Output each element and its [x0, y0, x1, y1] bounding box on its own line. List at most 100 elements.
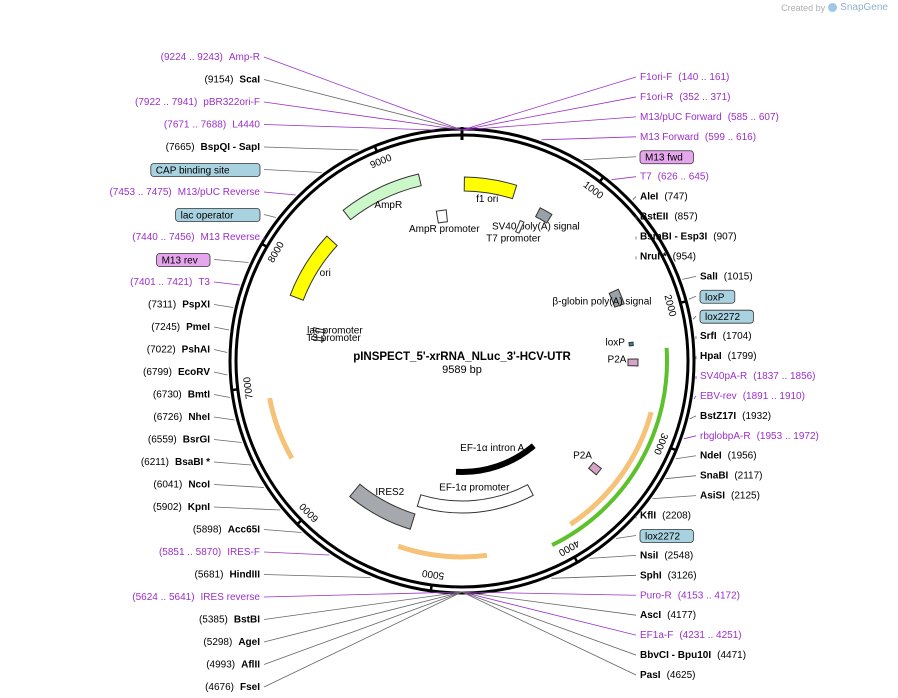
site-position: (7022) [147, 345, 176, 356]
site-label: (4993)AflII [206, 660, 260, 671]
plasmid-length: 9589 bp [442, 364, 482, 376]
feature-label: EF-1α intron A [460, 443, 524, 454]
feature-label: T7 promoter [486, 234, 541, 245]
leader-line [263, 191, 296, 196]
leader-line [213, 304, 234, 308]
site-position: (1932) [742, 411, 771, 422]
site-label: AsiSI(2125) [700, 491, 760, 502]
feature-label: P2A [608, 354, 627, 365]
feature-terminator [534, 207, 553, 224]
cds-orange-arc-3 [267, 397, 294, 460]
site-label: M13/pUC Forward(585 .. 607) [640, 112, 779, 123]
site-label: NruI *(954) [640, 251, 696, 262]
leader-line [213, 439, 242, 443]
site-label: (5902) KpnI [153, 502, 210, 513]
leader-line [665, 475, 697, 480]
site-label: NsiI(2548) [640, 550, 693, 561]
feature-box [639, 529, 694, 543]
leader-line [213, 326, 230, 331]
leader-line [615, 535, 637, 539]
site-name: rbglobpA-R [700, 431, 751, 442]
site-label: SV40pA-R(1837 .. 1856) [700, 371, 816, 382]
leader-line [541, 136, 637, 141]
site-name: L4440 [232, 120, 260, 131]
site-label: (5298)AgeI [203, 637, 260, 648]
site-name: KpnI [188, 502, 210, 513]
site-position: (599 .. 616) [705, 132, 756, 143]
site-position: (5385) [199, 615, 228, 626]
site-label: (7022)PshAI [147, 345, 210, 356]
site-position: (626 .. 645) [658, 172, 709, 183]
site-position: (7401 .. 7421) [130, 277, 192, 288]
site-label: rbglobpA-R(1953 .. 1972) [700, 431, 819, 442]
feature-terminator [608, 288, 625, 308]
tick-mark [231, 388, 238, 392]
leader-line [461, 591, 637, 596]
site-label: M13 Forward(599 .. 616) [640, 132, 756, 143]
feature-box-label: loxP [705, 292, 725, 303]
site-name: F1ori-R [640, 92, 673, 103]
site-label: (6730) BmtI [153, 390, 210, 401]
leader-line [213, 484, 264, 488]
site-name: AleI [640, 192, 659, 203]
leader-line [632, 196, 637, 200]
site-label: EBV-rev(1891 .. 1910) [700, 391, 805, 402]
feature-box [156, 253, 211, 267]
feature-box-label: lox2272 [705, 312, 740, 323]
leader-line [461, 591, 637, 676]
site-name: NcoI [188, 480, 210, 491]
leader-line [263, 591, 463, 598]
tick-label: 5000 [421, 567, 445, 581]
site-name: BspQI - SapI [201, 142, 261, 153]
site-position: (4676) [205, 682, 234, 693]
tick-mark [680, 300, 687, 305]
site-position: (7245) [151, 322, 180, 333]
site-position: (6730) [153, 390, 182, 401]
cds-orange-arc [569, 411, 654, 527]
site-position: (5902) [153, 502, 182, 513]
leader-line [213, 281, 240, 286]
site-name: BmtI [188, 390, 210, 401]
site-name: EBV-rev [700, 391, 737, 402]
tick-label: 9000 [369, 152, 394, 171]
leader-line [263, 169, 322, 173]
leader-line [461, 591, 637, 636]
backbone-ring [228, 127, 696, 595]
leader-line [611, 176, 637, 181]
site-label: (7311)PspXI [148, 300, 210, 311]
site-position: (5624 .. 5641) [132, 592, 194, 603]
site-position: (6726) [153, 412, 182, 423]
site-name: EF1a-F [640, 630, 673, 641]
feature-cds [342, 173, 422, 221]
site-label: (6211)BsaBI * [141, 457, 210, 468]
leader-line [213, 506, 281, 511]
cds-orange-arc-2 [397, 543, 488, 560]
site-name: M13/pUC Forward [640, 112, 722, 123]
site-name: BstZ17I [700, 411, 736, 422]
feature-box [175, 208, 261, 222]
feature-box-label: lac operator [181, 211, 234, 222]
site-labels: F1ori-F(140 .. 161)F1ori-R(352 .. 371)M1… [109, 52, 818, 693]
leader-line [692, 315, 697, 320]
feature-label: T3 promoter [306, 333, 361, 344]
site-name: BstBI [234, 615, 260, 626]
feature-ori [463, 176, 518, 200]
feature-label: EF-1α promoter [439, 482, 510, 493]
site-position: (7311) [148, 300, 176, 311]
feature-p2a [587, 461, 603, 476]
site-name: T7 [640, 172, 652, 183]
cds-green-arc [551, 347, 670, 547]
tick-mark [598, 176, 605, 183]
leader-line [461, 591, 637, 616]
leader-line [551, 574, 637, 579]
site-position: (7671 .. 7688) [164, 120, 226, 131]
site-position: (5898) [193, 525, 222, 536]
tick-mark [296, 519, 303, 526]
site-name: BstEII [640, 212, 669, 223]
site-label: (9154)ScaI [205, 75, 261, 86]
leader-line [213, 416, 235, 421]
leader-line [213, 349, 228, 353]
feature-promoter [312, 326, 327, 334]
site-label: (4676)FseI [205, 682, 260, 693]
